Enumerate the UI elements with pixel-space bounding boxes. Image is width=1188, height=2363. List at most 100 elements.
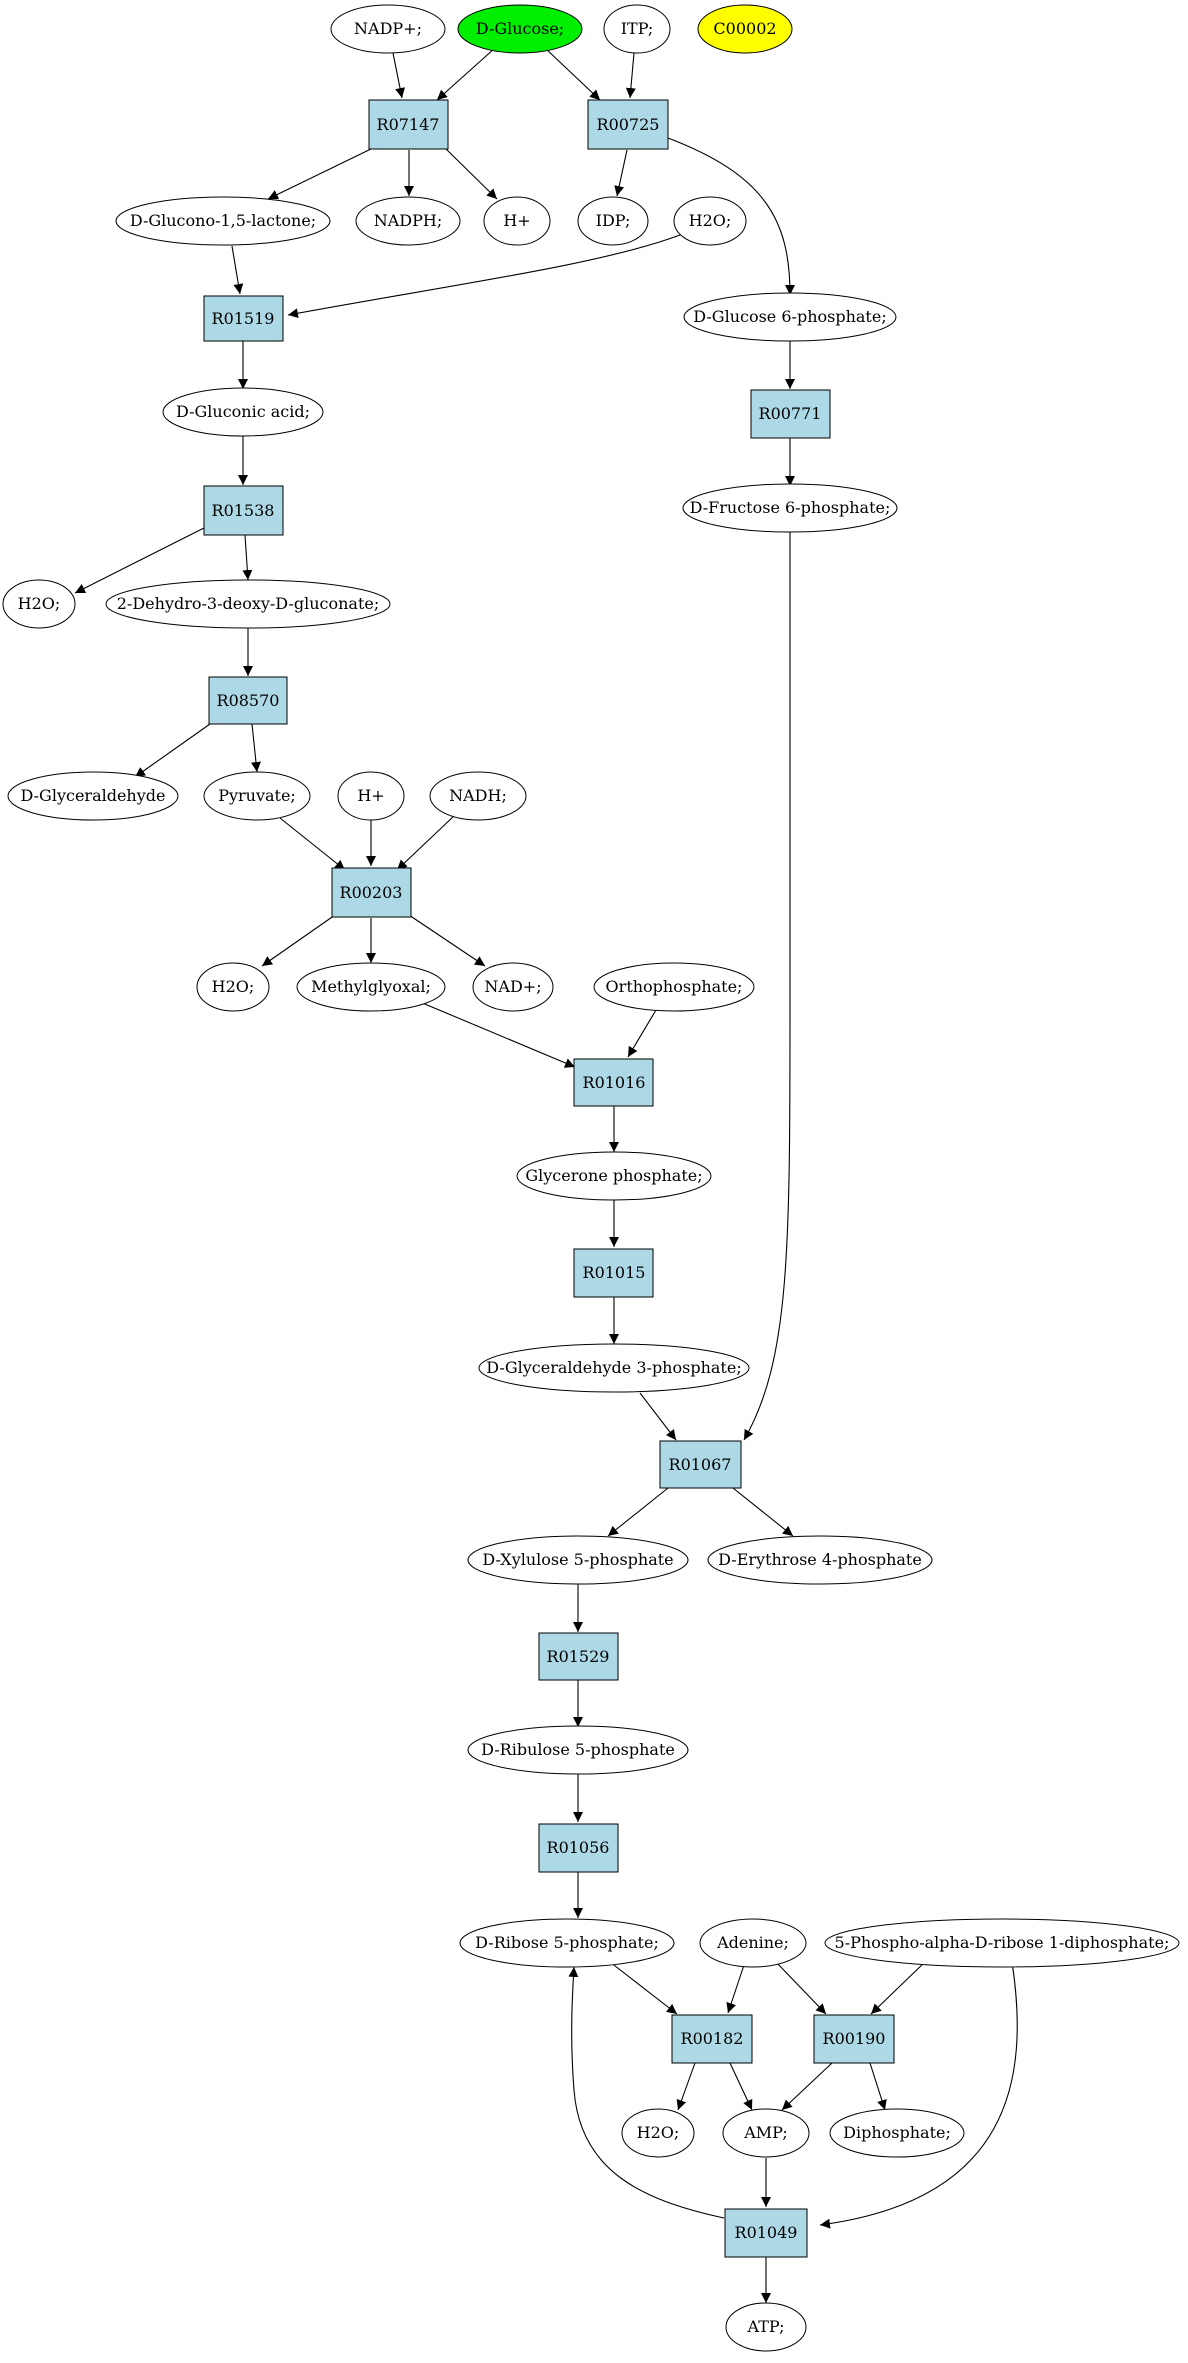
reaction-label: R01538 [212,501,275,520]
compound-pyruvate[interactable]: Pyruvate; [203,771,311,821]
edge-r08570-glyceraldehyde [134,723,211,778]
compound-atp[interactable]: ATP; [725,2302,807,2352]
edge-r00190-amp [781,2062,833,2111]
compound-erythrose-4p[interactable]: D-Erythrose 4-phosphate [707,1535,933,1585]
compound-ribose-5p[interactable]: D-Ribose 5-phosphate; [459,1918,675,1968]
compound-h2o-1[interactable]: H2O; [673,196,747,246]
compound-nadp[interactable]: NADP+; [330,4,446,54]
compound-h2o-2[interactable]: H2O; [2,579,76,629]
compound-fructose-6p[interactable]: D-Fructose 6-phosphate; [682,483,898,533]
edge-methylglyoxal-r01016 [419,1001,576,1068]
compound-adenine[interactable]: Adenine; [699,1918,807,1968]
compound-label: Orthophosphate; [606,977,743,996]
compound-diphosphate[interactable]: Diphosphate; [829,2108,965,2158]
edge-r00203-nad [408,914,486,967]
reaction-label: R01016 [583,1073,646,1092]
reaction-r00725[interactable]: R00725 [587,99,669,150]
edge-r00725-idp [614,149,628,197]
edge-adenine-r00190 [775,1961,827,2015]
compound-label: D-Fructose 6-phosphate; [690,498,891,517]
reaction-r08570[interactable]: R08570 [208,676,288,725]
compound-label: H2O; [689,211,732,230]
compound-glycerone-p[interactable]: Glycerone phosphate; [516,1151,712,1201]
compound-label: H2O; [637,2123,680,2142]
compound-glucono-lactone[interactable]: D-Glucono-1,5-lactone; [115,196,331,246]
reaction-label: R00190 [823,2029,886,2048]
compound-label: D-Glucose; [476,19,564,38]
reaction-r00771[interactable]: R00771 [750,389,831,439]
compound-label: IDP; [596,211,631,230]
edge-r07147-glucono-lactone [267,147,374,200]
compound-nad[interactable]: NAD+; [472,962,554,1012]
compound-glyceraldehyde-3p[interactable]: D-Glyceraldehyde 3-phosphate; [478,1343,750,1393]
reaction-label: R07147 [377,115,440,134]
compound-h2o-3[interactable]: H2O; [196,962,270,1012]
compound-glucose-6p[interactable]: D-Glucose 6-phosphate; [683,292,897,342]
edge-nadh-r00203 [396,814,456,871]
reaction-label: R00203 [340,883,403,902]
compound-c00002[interactable]: C00002 [697,4,793,54]
edge-itp-r00725 [625,52,636,99]
edge-r07147-h-plus [444,147,498,200]
compound-h-plus-2[interactable]: H+ [337,771,405,821]
reaction-r01056[interactable]: R01056 [538,1823,619,1873]
reaction-r01016[interactable]: R01016 [573,1058,654,1107]
compound-ribulose-5p[interactable]: D-Ribulose 5-phosphate [467,1725,689,1775]
compound-label: Methylglyoxal; [311,977,431,996]
compound-glyceraldehyde[interactable]: D-Glyceraldehyde [7,771,179,821]
reaction-r00190[interactable]: R00190 [813,2014,895,2064]
edge-prpp-r00190 [870,1961,926,2015]
compound-label: H+ [357,786,384,805]
reaction-r01529[interactable]: R01529 [538,1632,619,1681]
compound-nadh[interactable]: NADH; [429,771,527,821]
edge-r01049-ribose-5p [568,1966,725,2219]
compound-itp[interactable]: ITP; [603,4,671,54]
compound-xylulose-5p[interactable]: D-Xylulose 5-phosphate [467,1535,689,1585]
edge-r00182-h2o [676,2062,696,2111]
compound-label: H2O; [18,594,61,613]
edge-prpp-r01049 [819,1961,1018,2229]
edge-r08570-pyruvate [250,723,261,773]
reaction-r00182[interactable]: R00182 [671,2014,753,2064]
reaction-label: R01015 [583,1263,646,1282]
compound-amp[interactable]: AMP; [722,2108,810,2158]
edge-r00203-h2o [261,914,336,967]
compound-nadph[interactable]: NADPH; [355,196,461,246]
reaction-r01049[interactable]: R01049 [724,2208,808,2258]
reaction-label: R01056 [547,1838,610,1857]
edge-nadp-r07147 [392,52,405,99]
edge-glyceraldehyde-3p-r01067 [639,1392,677,1441]
compound-prpp[interactable]: 5-Phospho-alpha-D-ribose 1-diphosphate; [824,1918,1180,1968]
reaction-r00203[interactable]: R00203 [331,867,412,918]
reaction-label: R08570 [217,691,280,710]
compound-gluconic-acid[interactable]: D-Gluconic acid; [162,387,324,437]
compound-label: H+ [503,211,530,230]
compound-label: 5-Phospho-alpha-D-ribose 1-diphosphate; [835,1933,1170,1952]
reaction-r01067[interactable]: R01067 [659,1440,742,1489]
reaction-r01519[interactable]: R01519 [203,295,284,342]
compound-dehydro-gluconate[interactable]: 2-Dehydro-3-deoxy-D-gluconate; [105,579,391,629]
compound-glucose[interactable]: D-Glucose; [457,4,583,54]
reaction-label: R01049 [735,2223,798,2242]
compound-orthophosphate[interactable]: Orthophosphate; [593,962,755,1012]
reaction-r01015[interactable]: R01015 [573,1248,654,1298]
edge-r00182-amp [729,2062,753,2111]
reaction-r07147[interactable]: R07147 [368,99,449,150]
compound-label: NAD+; [484,977,541,996]
compound-h-plus-1[interactable]: H+ [483,196,551,246]
reaction-r01538[interactable]: R01538 [203,485,284,536]
compound-label: AMP; [743,2123,788,2142]
compound-label: NADPH; [374,211,443,230]
edge-pyruvate-r00203 [279,817,346,871]
reaction-label: R00725 [597,115,660,134]
compound-label: D-Glyceraldehyde 3-phosphate; [486,1358,741,1377]
compound-label: C00002 [713,19,776,38]
compound-label: 2-Dehydro-3-deoxy-D-gluconate; [117,594,379,613]
edge-r01538-dehydro-gluconate [242,534,253,581]
compound-h2o-4[interactable]: H2O; [621,2108,695,2158]
edge-ribose-5p-r00182 [609,1961,678,2015]
compound-label: D-Gluconic acid; [176,402,310,421]
compound-idp[interactable]: IDP; [577,196,649,246]
compound-methylglyoxal[interactable]: Methylglyoxal; [296,962,446,1012]
